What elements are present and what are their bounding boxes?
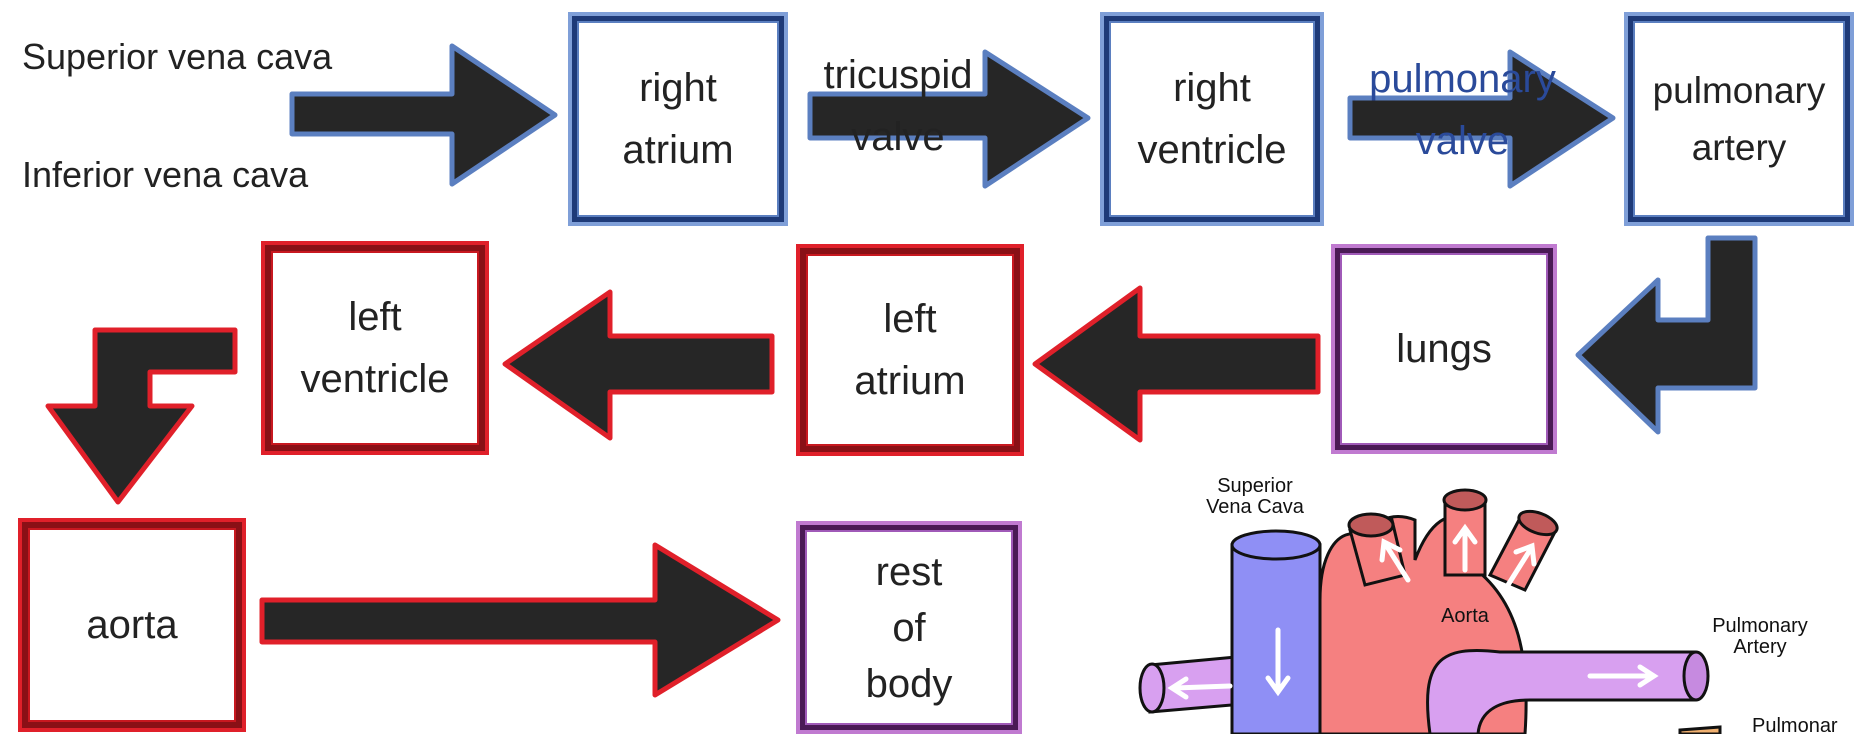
diagram-pulmonary-partial-label: Pulmonar [1752, 716, 1838, 737]
superior-vena-cava-label: Superior vena cava [22, 36, 333, 77]
diagram-pulmonary-artery-label: Pulmonary Artery [1690, 616, 1830, 658]
rest-of-body-line-2: of [892, 605, 926, 650]
right-atrium-box: right atrium [572, 16, 784, 222]
pulmonary-artery-line-1: pulmonary [1652, 69, 1826, 111]
right-atrium-line-1: right [639, 66, 717, 110]
lungs-box: lungs [1335, 248, 1553, 450]
lungs-label: lungs [1396, 327, 1492, 371]
diagram-superior-vena-cava-label: Superior Vena Cava [1185, 476, 1325, 518]
arrow-right-atrium-to-right-ventricle [807, 49, 1091, 189]
left-ventricle-box: left ventricle [265, 245, 485, 451]
left-ventricle-line-2: ventricle [300, 357, 450, 401]
inferior-vena-cava-label: Inferior vena cava [22, 154, 309, 195]
diagram-pa-line-2: Artery [1733, 636, 1787, 658]
pulmonary-valve-line-1: pulmonary [1369, 57, 1556, 101]
tricuspid-valve-label: tricuspid valve [808, 44, 988, 168]
diagram-svc-line-1: Superior [1217, 475, 1293, 497]
right-ventricle-line-1: right [1173, 66, 1251, 110]
arrow-left-atrium-to-left-ventricle [502, 289, 775, 441]
rest-of-body-line-3: body [865, 661, 953, 706]
diagram-pa-line-1: Pulmonary [1712, 615, 1808, 637]
right-ventricle-box: right ventricle [1104, 16, 1320, 222]
tricuspid-line-1: tricuspid [823, 53, 973, 97]
left-atrium-box: left atrium [800, 248, 1020, 452]
rest-of-body-box: rest of body [800, 525, 1018, 730]
pulmonary-artery-tube [1426, 648, 1697, 734]
pulmonary-artery-box: pulmonary artery [1628, 16, 1850, 222]
aorta-box: aorta [22, 522, 242, 728]
right-atrium-line-2: atrium [622, 128, 734, 172]
left-atrium-line-2: atrium [854, 359, 966, 403]
rest-of-body-line-1: rest [875, 549, 943, 594]
pulmonary-valve-label: pulmonary valve [1345, 48, 1580, 172]
arrow-lungs-to-left-atrium [1032, 285, 1321, 443]
arrow-left-ventricle-to-aorta [45, 327, 238, 505]
arrow-vena-cava-to-right-atrium [289, 43, 558, 187]
diagram-svc-line-2: Vena Cava [1206, 496, 1304, 518]
aorta-label: aorta [86, 603, 178, 647]
pulmonary-valve-line-2: valve [1415, 119, 1510, 163]
tricuspid-line-2: valve [851, 115, 945, 159]
diagram-aorta-label: Aorta [1441, 605, 1489, 627]
arrow-pulmonary-artery-to-lungs [1575, 235, 1758, 435]
right-ventricle-line-2: ventricle [1137, 128, 1287, 172]
arrow-right-ventricle-to-pulmonary-artery [1347, 49, 1616, 189]
arrow-aorta-to-rest-of-body [259, 542, 781, 698]
heart-diagram [1138, 488, 1722, 734]
left-ventricle-line-1: left [348, 295, 402, 339]
pulmonary-artery-line-2: artery [1691, 127, 1787, 168]
left-atrium-line-1: left [883, 297, 937, 341]
